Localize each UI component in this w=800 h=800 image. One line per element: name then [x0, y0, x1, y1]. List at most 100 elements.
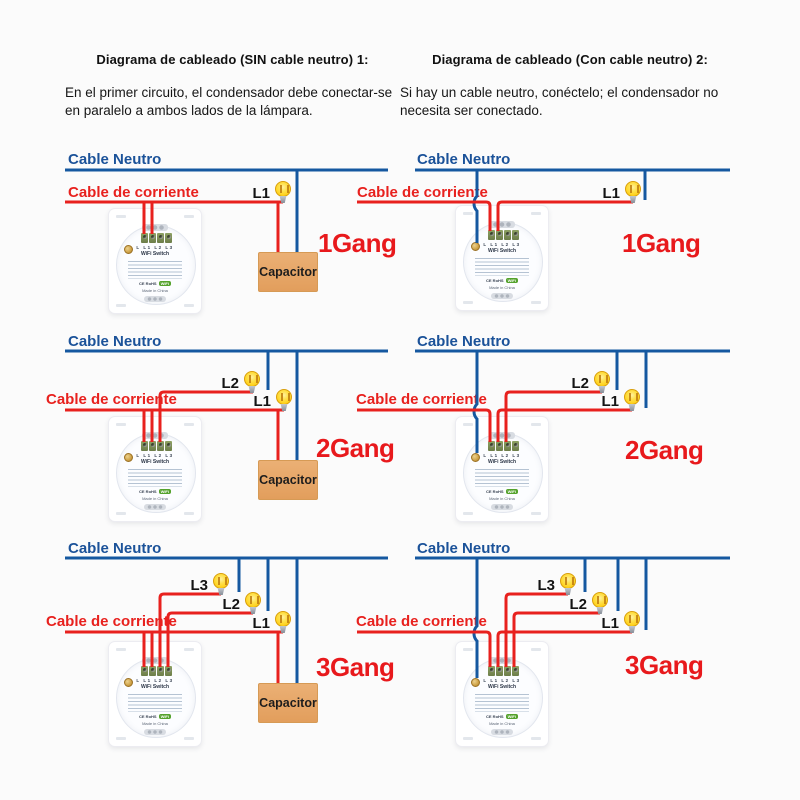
origin-text: Made in China [142, 721, 168, 726]
lamp-label-l3: L3 [537, 577, 555, 594]
device-name: WiFi Switch [140, 251, 169, 257]
lamp-label-l2: L2 [571, 375, 589, 392]
lamp-bulb-icon [591, 592, 609, 614]
terminal-block [488, 441, 520, 451]
gang-label-3gang: 3Gang [316, 652, 395, 682]
gang-label-1gang: 1Gang [622, 228, 701, 258]
lamp-bulb-icon [623, 389, 641, 411]
gang-label-2gang: 2Gang [625, 435, 704, 465]
connector-tab-icon [489, 432, 515, 439]
spec-text-lines [475, 694, 529, 712]
neutral-wire-label: Cable Neutro [68, 151, 162, 168]
neutral-screw-icon [471, 678, 480, 687]
lamp-bulb-icon [623, 611, 641, 633]
neutral-wire-label: Cable Neutro [68, 333, 162, 350]
terminal-labels: L L1 L2 L3 [483, 453, 521, 458]
connector-tab-icon [144, 729, 166, 735]
left-column-title: Diagrama de cableado (SIN cable neutro) … [96, 52, 369, 67]
live-wire-label: Cable de corriente [46, 613, 177, 630]
terminal-labels: L L1 L2 L3 [483, 242, 521, 247]
lamp-bulb-icon [593, 371, 611, 393]
gang-label-2gang: 2Gang [316, 433, 395, 463]
device-name: WiFi Switch [487, 459, 516, 465]
wifi-badge: WiFi [505, 714, 518, 719]
connector-tab-icon [491, 729, 513, 735]
connector-tab-icon [142, 432, 168, 439]
connector-tab-icon [489, 221, 515, 228]
neutral-screw-icon [124, 678, 133, 687]
lamp-bulb-icon [274, 611, 292, 633]
wifi-badge: WiFi [158, 489, 171, 494]
connector-tab-icon [491, 293, 513, 299]
lamp-bulb-icon [244, 592, 262, 614]
terminal-block [141, 441, 173, 451]
gang-label-1gang: 1Gang [318, 228, 397, 258]
neutral-wire-label: Cable Neutro [417, 540, 511, 557]
terminal-block [141, 233, 173, 243]
live-wire-label: Cable de corriente [46, 391, 177, 408]
lamp-label-l1: L1 [252, 615, 270, 632]
spec-text-lines [128, 261, 182, 279]
neutral-screw-icon [124, 245, 133, 254]
lamp-label-l1: L1 [253, 393, 271, 410]
origin-text: Made in China [142, 288, 168, 293]
terminal-block [488, 666, 520, 676]
live-wire-label: Cable de corriente [68, 184, 199, 201]
wifi-badge: WiFi [158, 281, 171, 286]
lamp-bulb-icon [243, 371, 261, 393]
lamp-bulb-icon [559, 573, 577, 595]
right-column-title: Diagrama de cableado (Con cable neutro) … [432, 52, 708, 67]
lamp-bulb-icon [624, 181, 642, 203]
wifi-badge: WiFi [505, 278, 518, 283]
terminal-labels: L L1 L2 L3 [136, 245, 174, 250]
lamp-label-l1: L1 [601, 393, 619, 410]
connector-tab-icon [144, 296, 166, 302]
terminal-labels: L L1 L2 L3 [136, 678, 174, 683]
origin-text: Made in China [142, 496, 168, 501]
lamp-label-l2: L2 [221, 375, 239, 392]
connector-tab-icon [142, 657, 168, 664]
device-name: WiFi Switch [487, 684, 516, 690]
origin-text: Made in China [489, 721, 515, 726]
lamp-label-l1: L1 [602, 185, 620, 202]
lamp-bulb-icon [212, 573, 230, 595]
neutral-wire-label: Cable Neutro [417, 333, 511, 350]
wifi-badge: WiFi [158, 714, 171, 719]
lamp-label-l1: L1 [601, 615, 619, 632]
spec-text-lines [128, 469, 182, 487]
spec-text-lines [475, 258, 529, 276]
lamp-bulb-icon [274, 181, 292, 203]
connector-tab-icon [491, 504, 513, 510]
terminal-labels: L L1 L2 L3 [136, 453, 174, 458]
capacitor-box: Capacitor [258, 460, 318, 500]
device-name: WiFi Switch [140, 684, 169, 690]
left-column-subtitle: En el primer circuito, el condensador de… [65, 85, 393, 118]
connector-tab-icon [142, 224, 168, 231]
lamp-label-l2: L2 [222, 596, 240, 613]
lamp-label-l2: L2 [569, 596, 587, 613]
capacitor-box: Capacitor [258, 683, 318, 723]
capacitor-box: Capacitor [258, 252, 318, 292]
device-name: WiFi Switch [487, 248, 516, 254]
device-name: WiFi Switch [140, 459, 169, 465]
lamp-label-l3: L3 [190, 577, 208, 594]
live-wire-label: Cable de corriente [356, 613, 487, 630]
neutral-screw-icon [471, 242, 480, 251]
live-wire-label: Cable de corriente [356, 391, 487, 408]
spec-text-lines [475, 469, 529, 487]
lamp-bulb-icon [275, 389, 293, 411]
neutral-wire-label: Cable Neutro [68, 540, 162, 557]
live-wire-label: Cable de corriente [357, 184, 488, 201]
